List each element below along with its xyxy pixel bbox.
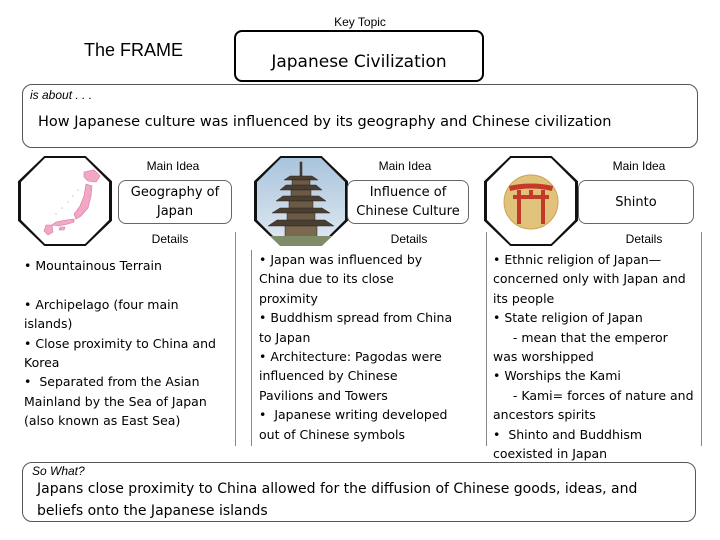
main-idea-box-chinese: Influence of Chinese Culture bbox=[347, 180, 469, 224]
so-what-text: Japans close proximity to China allowed … bbox=[37, 481, 638, 519]
topic-text: Japanese Civilization bbox=[271, 52, 447, 72]
details-text-shinto: • Ethnic religion of Japan— concerned on… bbox=[493, 252, 694, 462]
topic-box: Japanese Civilization bbox=[234, 30, 484, 82]
column-divider bbox=[486, 232, 487, 446]
about-label: is about . . . bbox=[30, 88, 93, 102]
torii-image bbox=[484, 156, 578, 246]
main-idea-text-chinese: Influence of Chinese Culture bbox=[356, 185, 460, 219]
column-divider bbox=[235, 232, 236, 446]
main-idea-box-geography: Geography of Japan bbox=[118, 180, 232, 224]
column-divider bbox=[701, 232, 702, 446]
about-text: How Japanese culture was influenced by i… bbox=[38, 114, 612, 130]
main-idea-box-shinto: Shinto bbox=[578, 180, 694, 224]
main-idea-text-shinto: Shinto bbox=[615, 194, 657, 210]
details-label-geography: Details bbox=[151, 232, 189, 246]
details-label-shinto: Details bbox=[625, 232, 663, 246]
main-idea-label-shinto: Main Idea bbox=[612, 159, 666, 173]
so-what-box bbox=[22, 462, 696, 522]
details-label-chinese: Details bbox=[390, 232, 428, 246]
pagoda-icon bbox=[267, 161, 335, 239]
japan-islands-icon bbox=[43, 169, 101, 236]
main-idea-text-geography: Geography of Japan bbox=[130, 185, 220, 219]
key-topic-label: Key Topic bbox=[334, 15, 386, 29]
details-text-chinese: • Japan was influenced by China due to i… bbox=[259, 252, 453, 442]
pagoda-image bbox=[254, 156, 348, 246]
main-idea-label-geography: Main Idea bbox=[146, 159, 200, 173]
main-idea-label-chinese: Main Idea bbox=[378, 159, 432, 173]
torii-gate-icon bbox=[509, 183, 553, 224]
frame-title: The FRAME bbox=[84, 40, 184, 60]
details-text-geography: • Mountainous Terrain • Archipelago (fou… bbox=[24, 258, 216, 429]
column-divider bbox=[251, 250, 252, 446]
about-box bbox=[22, 84, 698, 148]
japan-map-image bbox=[18, 156, 112, 246]
so-what-label: So What? bbox=[32, 464, 85, 478]
